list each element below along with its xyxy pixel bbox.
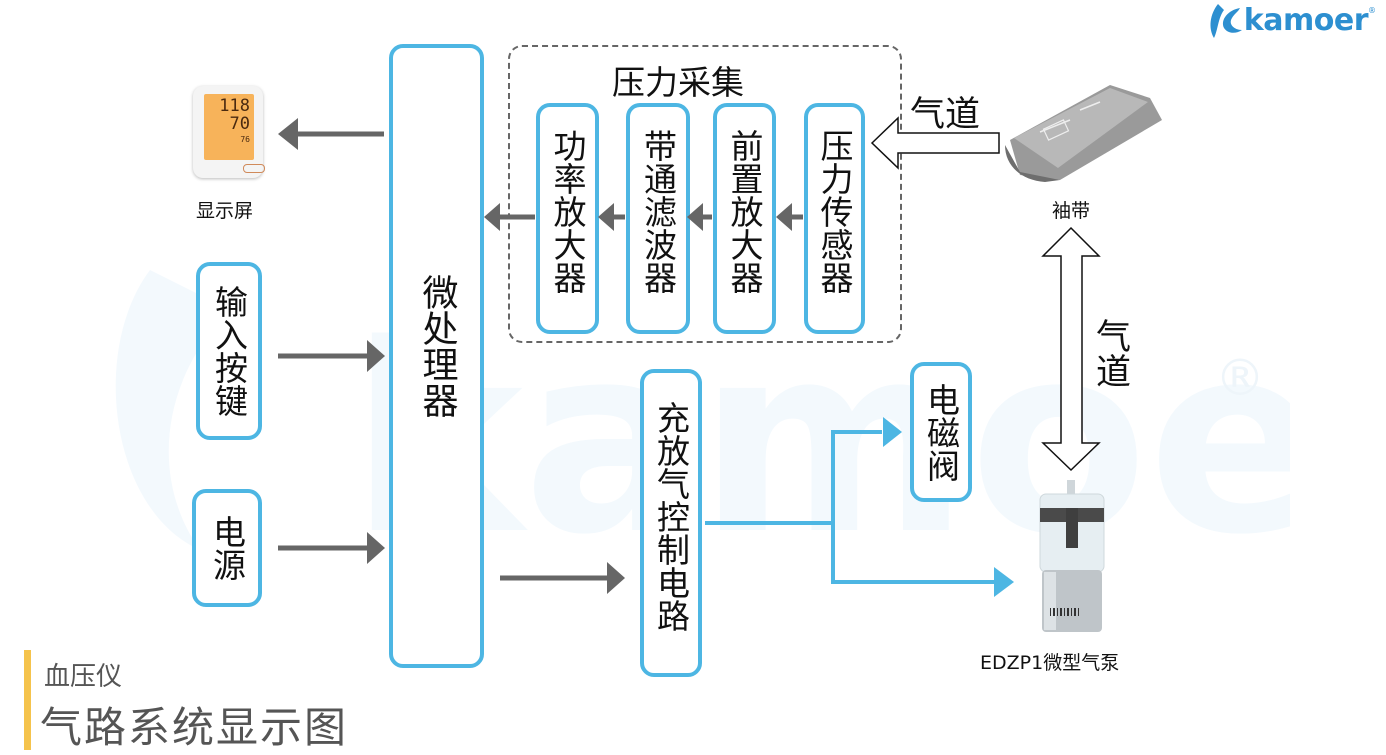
input-keys-label: 输入按键 [209,285,249,417]
preamplifier-box: 前置放大器 [713,103,776,334]
registered-mark: ® [1368,6,1376,15]
pressure-sensor-label: 压力传感器 [815,129,854,294]
arrow-filter-to-power-amp [598,203,625,231]
bandpass-filter-label: 带通滤波器 [638,129,678,294]
microprocessor-label: 微处理器 [416,274,458,418]
airway-arrow-cuff-pump [1041,226,1101,472]
solenoid-valve-label: 电磁阀 [921,382,961,482]
systolic-reading: 118 [219,96,250,116]
arrow-power-to-mcu [278,532,385,564]
display-monitor-image: 118 70 76 [193,86,265,178]
inflation-control-circuit-label: 充放气控制电路 [651,401,691,632]
arrow-control-to-pump [831,523,1014,597]
power-amplifier-box: 功率放大器 [536,103,599,334]
diagram-subtitle: 血压仪 [44,662,123,692]
display-caption: 显示屏 [196,200,254,222]
input-keys-box: 输入按键 [196,262,262,440]
airway-label-top: 气道 [910,95,981,135]
lcd-screen: 118 70 76 [204,94,254,160]
title-accent-bar [24,650,31,750]
power-box: 电源 [192,489,262,607]
pressure-acquisition-title: 压力采集 [612,63,744,102]
micro-pump-image [1039,480,1105,632]
microprocessor-box: 微处理器 [389,44,484,668]
kamoer-logo: kamoer ® [1204,0,1376,40]
bandpass-filter-box: 带通滤波器 [626,103,690,334]
cuff-image [1005,85,1162,182]
inflation-control-circuit-box: 充放气控制电路 [640,369,702,677]
solenoid-valve-box: 电磁阀 [910,362,972,502]
kamoer-logo-text: kamoer [1243,2,1369,38]
arrow-mcu-to-display [278,118,384,150]
arrow-control-to-valve [705,417,902,525]
diagram-title: 气路系统显示图 [40,703,349,752]
pump-caption: EDZP1微型气泵 [980,652,1120,674]
arrow-mcu-to-control [500,562,625,594]
pulse-reading: 76 [240,135,250,144]
pressure-sensor-box: 压力传感器 [804,103,865,334]
arrow-sensor-to-preamp [776,203,803,231]
arrow-preamp-to-filter [687,203,712,231]
preamplifier-label: 前置放大器 [725,129,764,294]
power-label: 电源 [207,515,247,581]
airway-label-side: 气道 [1090,318,1130,388]
arrow-power-amp-to-mcu [484,203,535,231]
airway-arrow-cuff-to-sensor [870,116,1000,170]
cuff-caption: 袖带 [1052,200,1091,222]
diastolic-reading: 70 [229,114,250,134]
power-amplifier-label: 功率放大器 [548,129,587,294]
kamoer-logo-icon [1210,4,1242,38]
monitor-button [243,164,265,173]
arrow-keys-to-mcu [278,340,385,372]
pressure-acquisition-group [508,45,902,343]
